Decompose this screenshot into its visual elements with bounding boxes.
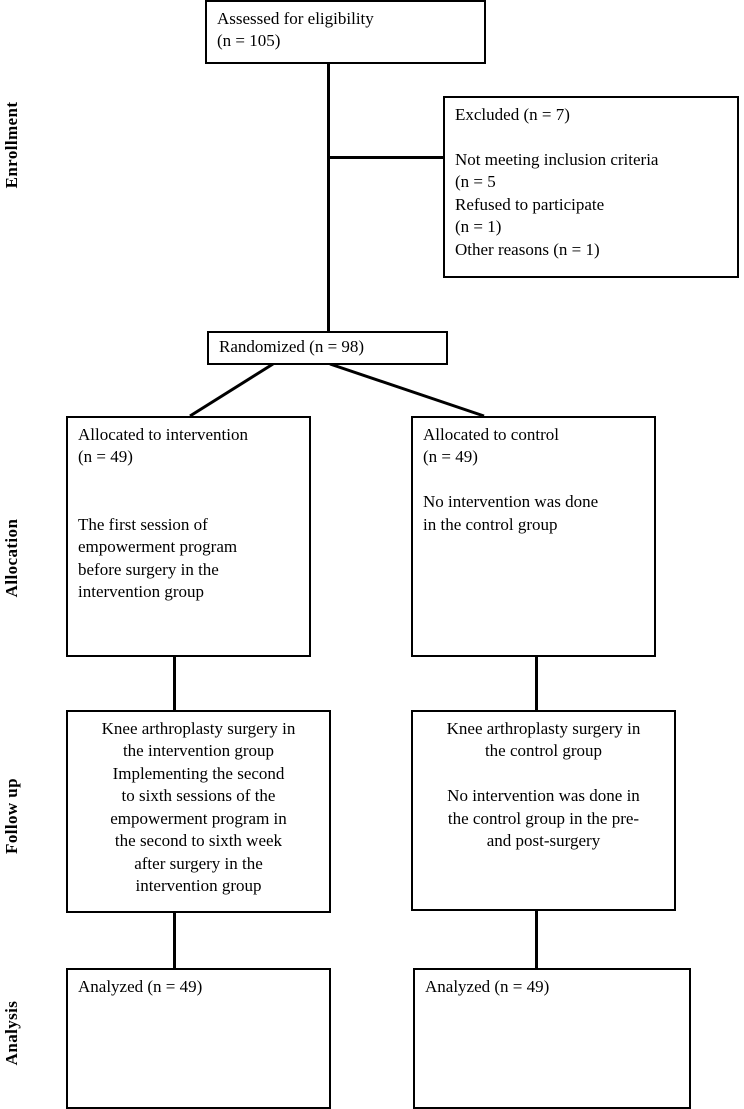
connector-allocation-to-followup-right <box>535 654 538 712</box>
node-analyzed-control: Analyzed (n = 49) <box>413 968 691 1109</box>
node-assessed-for-eligibility: Assessed for eligibility (n = 105) <box>205 0 486 64</box>
stage-label-enrollment: Enrollment <box>2 101 21 189</box>
node-excluded: Excluded (n = 7) Not meeting inclusion c… <box>443 96 739 278</box>
connector-spine-to-excluded <box>327 156 445 159</box>
node-allocated-to-intervention: Allocated to intervention (n = 49) The f… <box>66 416 311 657</box>
node-randomized: Randomized (n = 98) <box>207 331 448 365</box>
connector-assessed-to-randomized <box>327 63 330 332</box>
stage-label-allocation: Allocation <box>2 518 21 598</box>
connector-allocation-to-followup-left <box>173 654 176 712</box>
node-followup-control: Knee arthroplasty surgery in the control… <box>411 710 676 911</box>
connector-followup-to-analysis-right <box>535 908 538 970</box>
stage-label-follow-up: Follow up <box>2 778 21 854</box>
node-analyzed-intervention: Analyzed (n = 49) <box>66 968 331 1109</box>
node-allocated-to-control: Allocated to control (n = 49) No interve… <box>411 416 656 657</box>
connector-randomized-branches <box>189 362 485 418</box>
node-followup-intervention: Knee arthroplasty surgery in the interve… <box>66 710 331 913</box>
connector-followup-to-analysis-left <box>173 910 176 970</box>
stage-label-analysis: Analysis <box>2 1000 21 1066</box>
